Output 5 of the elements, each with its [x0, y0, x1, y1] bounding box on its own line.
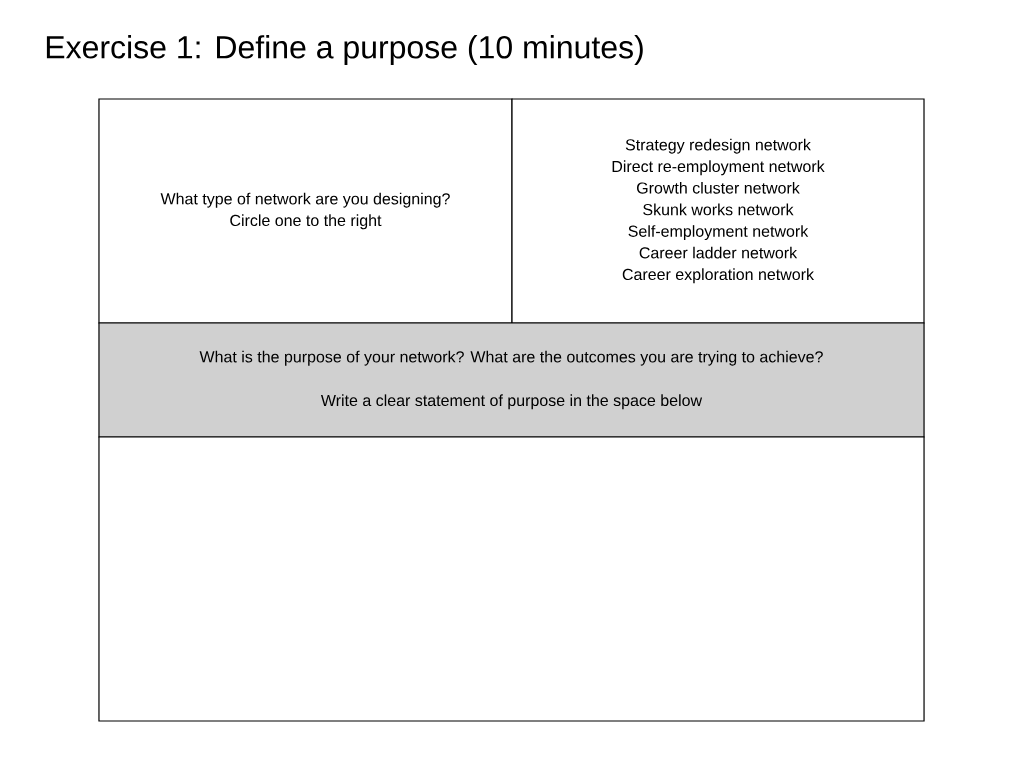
answer-box [98, 436, 925, 722]
options-box: Strategy redesign network Direct re-employment network Growth cluster network Skunk works network Self-employment network Career ladder network Career exploration network [511, 98, 925, 324]
instruction-band: What is the purpose of your network? What are the outcomes you are trying to achieve? Write a clear statement of purpose in the space below [98, 322, 925, 438]
question-box: What type of network are you designing? Circle one to the right [98, 98, 513, 324]
title: Exercise 1: Define a purpose (10 minutes) [46, 35, 643, 65]
